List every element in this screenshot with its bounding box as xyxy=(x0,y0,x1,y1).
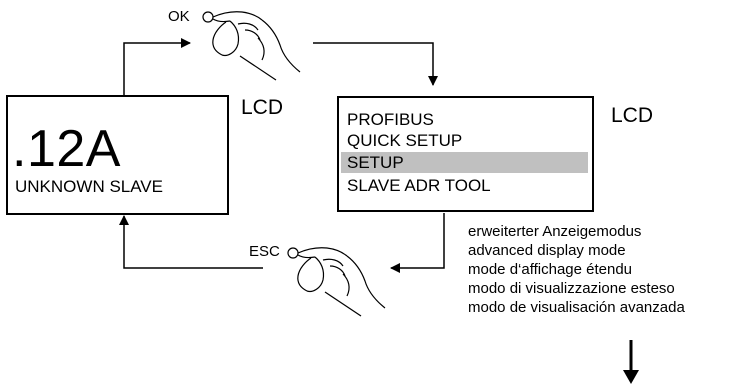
arrow-ok-to-right xyxy=(313,42,438,86)
arrow-left-to-ok xyxy=(123,38,191,95)
menu-item-slave-adr-tool[interactable]: SLAVE ADR TOOL xyxy=(347,176,491,195)
note-line-de: erweiterter Anzeigemodus xyxy=(468,223,642,240)
note-line-it: modo di visualizzazione esteso xyxy=(468,280,675,297)
lcd-display-menu: PROFIBUS QUICK SETUP SETUP SLAVE ADR TOO… xyxy=(337,96,594,212)
lcd-label-left: LCD xyxy=(241,96,284,119)
esc-hand-press-icon xyxy=(287,247,386,317)
down-arrow-icon xyxy=(623,340,639,384)
arrow-esc-to-left xyxy=(119,215,263,269)
note-line-es: modo de visualisación avanzada xyxy=(468,299,685,316)
lcd-display-main: .12A UNKNOWN SLAVE xyxy=(6,95,229,215)
ok-button-label[interactable]: OK xyxy=(168,8,190,25)
lcd-value: .12A xyxy=(12,120,121,178)
lcd-status-text: UNKNOWN SLAVE xyxy=(15,177,163,196)
menu-item-quick-setup[interactable]: QUICK SETUP xyxy=(347,131,463,150)
note-line-en: advanced display mode xyxy=(468,242,626,259)
arrow-right-to-esc xyxy=(390,213,445,273)
display-mode-note: erweiterter Anzeigemodus advanced displa… xyxy=(468,222,685,317)
menu-item-setup-selected[interactable]: SETUP xyxy=(341,152,588,173)
lcd-label-right: LCD xyxy=(611,104,654,127)
note-line-fr: mode d‘affichage étendu xyxy=(468,261,633,278)
menu-item-profibus[interactable]: PROFIBUS xyxy=(347,110,434,129)
esc-button-label[interactable]: ESC xyxy=(249,243,280,260)
ok-hand-press-icon xyxy=(202,11,301,81)
